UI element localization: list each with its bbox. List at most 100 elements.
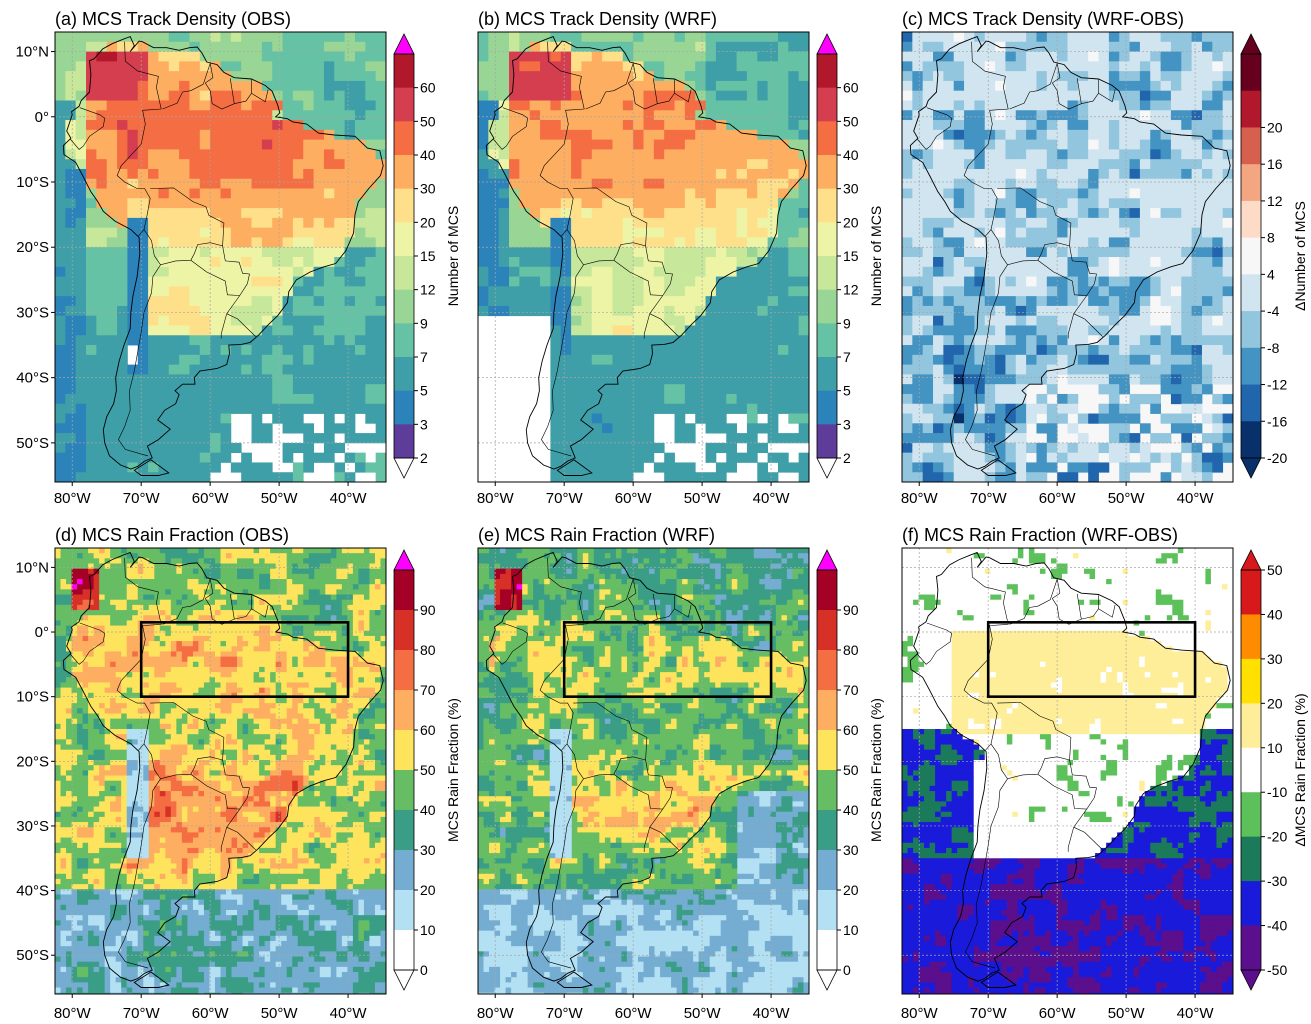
colorbar-tick-label: 40	[843, 147, 859, 163]
colorbar-segment	[394, 88, 414, 122]
lon-tick-label: 80°W	[54, 490, 92, 507]
colorbar-tick-label: 20	[1267, 695, 1283, 711]
colorbar-segment	[1241, 570, 1261, 615]
colorbar-tick-label: 8	[1267, 230, 1275, 246]
colorbar-tick-label: 15	[843, 248, 859, 264]
colorbar-segment	[817, 730, 837, 770]
colorbar-tick-label: 30	[843, 181, 859, 197]
colorbar-tick-label: 20	[843, 214, 859, 230]
colorbar-tick-label: 50	[420, 113, 436, 129]
lon-tick-label: 40°W	[1177, 1005, 1215, 1019]
colorbar-tick-label: 90	[420, 602, 436, 618]
lat-tick-label: 10°S	[16, 689, 49, 706]
colorbar-segment	[817, 850, 837, 890]
lon-tick-label: 40°W	[1177, 490, 1215, 507]
colorbar-segment	[1241, 201, 1261, 238]
colorbar-segment	[394, 810, 414, 850]
lon-tick-label: 50°W	[1108, 1005, 1146, 1019]
colorbar-tick-label: 30	[843, 842, 859, 858]
colorbar-tick-label: 2	[843, 450, 851, 466]
colorbar-under-arrow	[1241, 970, 1261, 990]
colorbar-tick-label: 20	[420, 882, 436, 898]
colorbar-segment	[817, 290, 837, 324]
lon-tick-label: 60°W	[615, 490, 653, 507]
panel-title: (a) MCS Track Density (OBS)	[55, 9, 291, 29]
lon-tick-label: 70°W	[123, 1005, 161, 1019]
colorbar-segment	[817, 121, 837, 155]
colorbar-segment	[1241, 385, 1261, 422]
colorbar-tick-label: 5	[843, 383, 851, 399]
lat-tick-label: 0°	[35, 624, 49, 641]
colorbar-segment	[394, 770, 414, 810]
lon-tick-label: 50°W	[684, 490, 722, 507]
colorbar-segment	[1241, 421, 1261, 458]
colorbar-label: Number of MCS	[445, 206, 461, 306]
colorbar-tick-label: -8	[1267, 340, 1280, 356]
colorbar-segment	[817, 256, 837, 290]
colorbar-tick-label: 7	[843, 349, 851, 365]
colorbar-segment	[394, 610, 414, 650]
colorbar-segment	[394, 570, 414, 610]
lon-tick-label: 60°W	[192, 1005, 230, 1019]
colorbar-segment	[1241, 792, 1261, 837]
colorbar-segment	[1241, 54, 1261, 91]
lat-tick-label: 50°S	[16, 947, 49, 964]
colorbar-segment	[1241, 926, 1261, 971]
lon-tick-label: 70°W	[546, 1005, 584, 1019]
colorbar-segment	[817, 391, 837, 425]
lon-tick-label: 60°W	[192, 490, 230, 507]
colorbar-tick-label: 20	[1267, 119, 1283, 135]
colorbar-tick-label: 16	[1267, 156, 1283, 172]
colorbar-segment	[394, 930, 414, 970]
colorbar-over-arrow	[817, 34, 837, 54]
colorbar-tick-label: 60	[843, 722, 859, 738]
colorbar-segment	[817, 88, 837, 122]
colorbar-tick-label: 40	[420, 147, 436, 163]
lat-tick-label: 40°S	[16, 370, 49, 387]
colorbar-segment	[394, 155, 414, 189]
colorbar-tick-label: 40	[1267, 606, 1283, 622]
colorbar-tick-label: 50	[843, 762, 859, 778]
lon-tick-label: 70°W	[546, 490, 584, 507]
colorbar-label: ΔNumber of MCS	[1292, 201, 1308, 311]
panel-title: (e) MCS Rain Fraction (WRF)	[478, 525, 715, 545]
colorbar-over-arrow	[394, 550, 414, 570]
colorbar-segment	[1241, 614, 1261, 659]
colorbar-tick-label: 80	[420, 642, 436, 658]
colorbar-over-arrow	[817, 550, 837, 570]
panel-layer: (a) MCS Track Density (OBS) 80°W 70°W 60°W 5…	[15, 9, 1308, 1019]
colorbar-segment	[394, 690, 414, 730]
data-field	[902, 32, 1233, 482]
lon-tick-label: 70°W	[970, 1005, 1008, 1019]
colorbar-tick-label: 60	[420, 80, 436, 96]
colorbar-segment	[817, 222, 837, 256]
colorbar-segment	[817, 357, 837, 391]
lat-tick-label: 10°N	[15, 44, 49, 61]
data-field	[478, 32, 809, 482]
colorbar-under-arrow	[394, 458, 414, 478]
lat-tick-label: 20°S	[16, 239, 49, 256]
colorbar-tick-label: -20	[1267, 829, 1287, 845]
lat-tick-label: 20°S	[16, 753, 49, 770]
colorbar-tick-label: 12	[843, 282, 859, 298]
colorbar-segment	[1241, 837, 1261, 882]
colorbar-tick-label: 20	[843, 882, 859, 898]
lon-tick-label: 80°W	[477, 490, 515, 507]
colorbar-tick-label: 15	[420, 248, 436, 264]
colorbar-tick-label: 20	[420, 214, 436, 230]
lat-tick-label: 40°S	[16, 883, 49, 900]
lon-tick-label: 40°W	[753, 1005, 791, 1019]
colorbar-segment	[817, 890, 837, 930]
colorbar-tick-label: 30	[1267, 651, 1283, 667]
lon-tick-label: 40°W	[753, 490, 791, 507]
colorbar-segment	[394, 290, 414, 324]
colorbar-tick-label: 50	[1267, 562, 1283, 578]
lon-tick-label: 50°W	[261, 1005, 299, 1019]
